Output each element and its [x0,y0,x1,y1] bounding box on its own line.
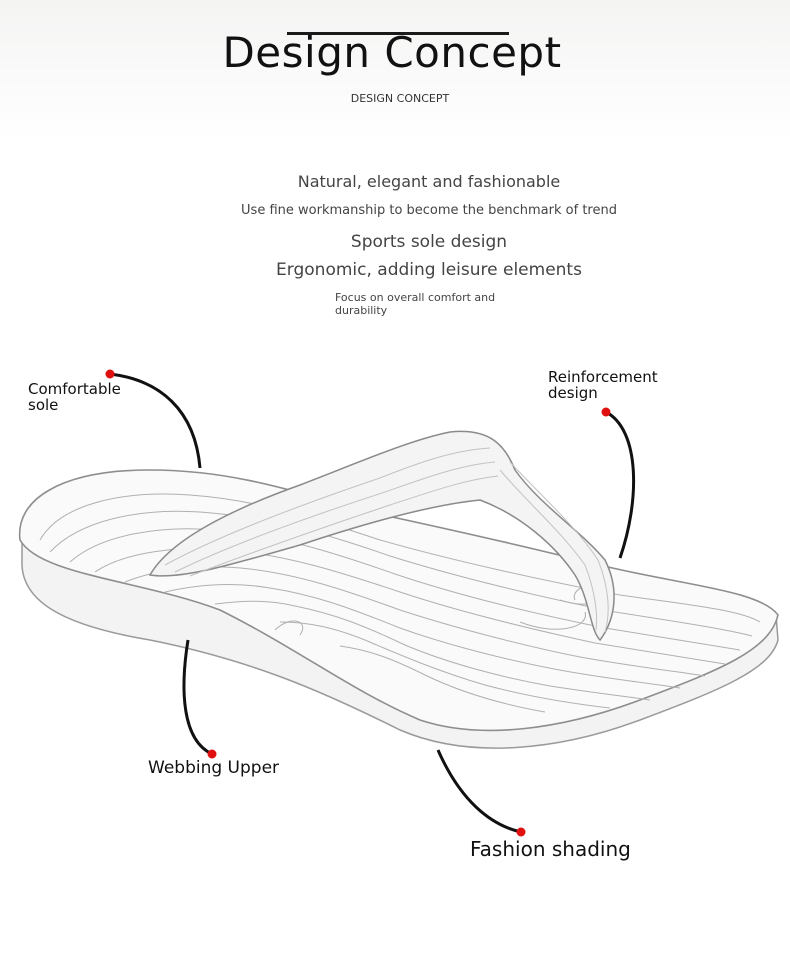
dot-comfortable-sole [105,369,115,379]
webbing-strap [148,430,615,642]
leader-lines [109,372,636,834]
intro-line-1: Natural, elegant and fashionable [297,172,561,191]
intro-line-4: Ergonomic, adding leisure elements [276,260,582,280]
page-title: Design Concept [222,28,562,77]
page-subtitle: DESIGN CONCEPT [350,92,450,105]
callout-fashion-shading: Fashion shading [470,837,631,861]
callout-comfortable-sole: Comfortable sole [28,380,121,414]
title-top-rule [287,32,509,35]
callout-webbing-upper: Webbing Upper [148,758,280,778]
intro-note: Focus on overall comfort and durability [335,291,496,317]
dot-fashion-shading [516,827,526,837]
intro-line-2: Use fine workmanship to become the bench… [241,203,617,218]
callout-reinforcement-design: Reinforcement design [548,368,658,402]
dot-webbing-upper [207,749,217,759]
callout-dots [105,369,611,837]
strap-weave [164,447,609,633]
dot-reinforcement-design [601,407,611,417]
intro-line-3: Sports sole design [350,232,508,252]
